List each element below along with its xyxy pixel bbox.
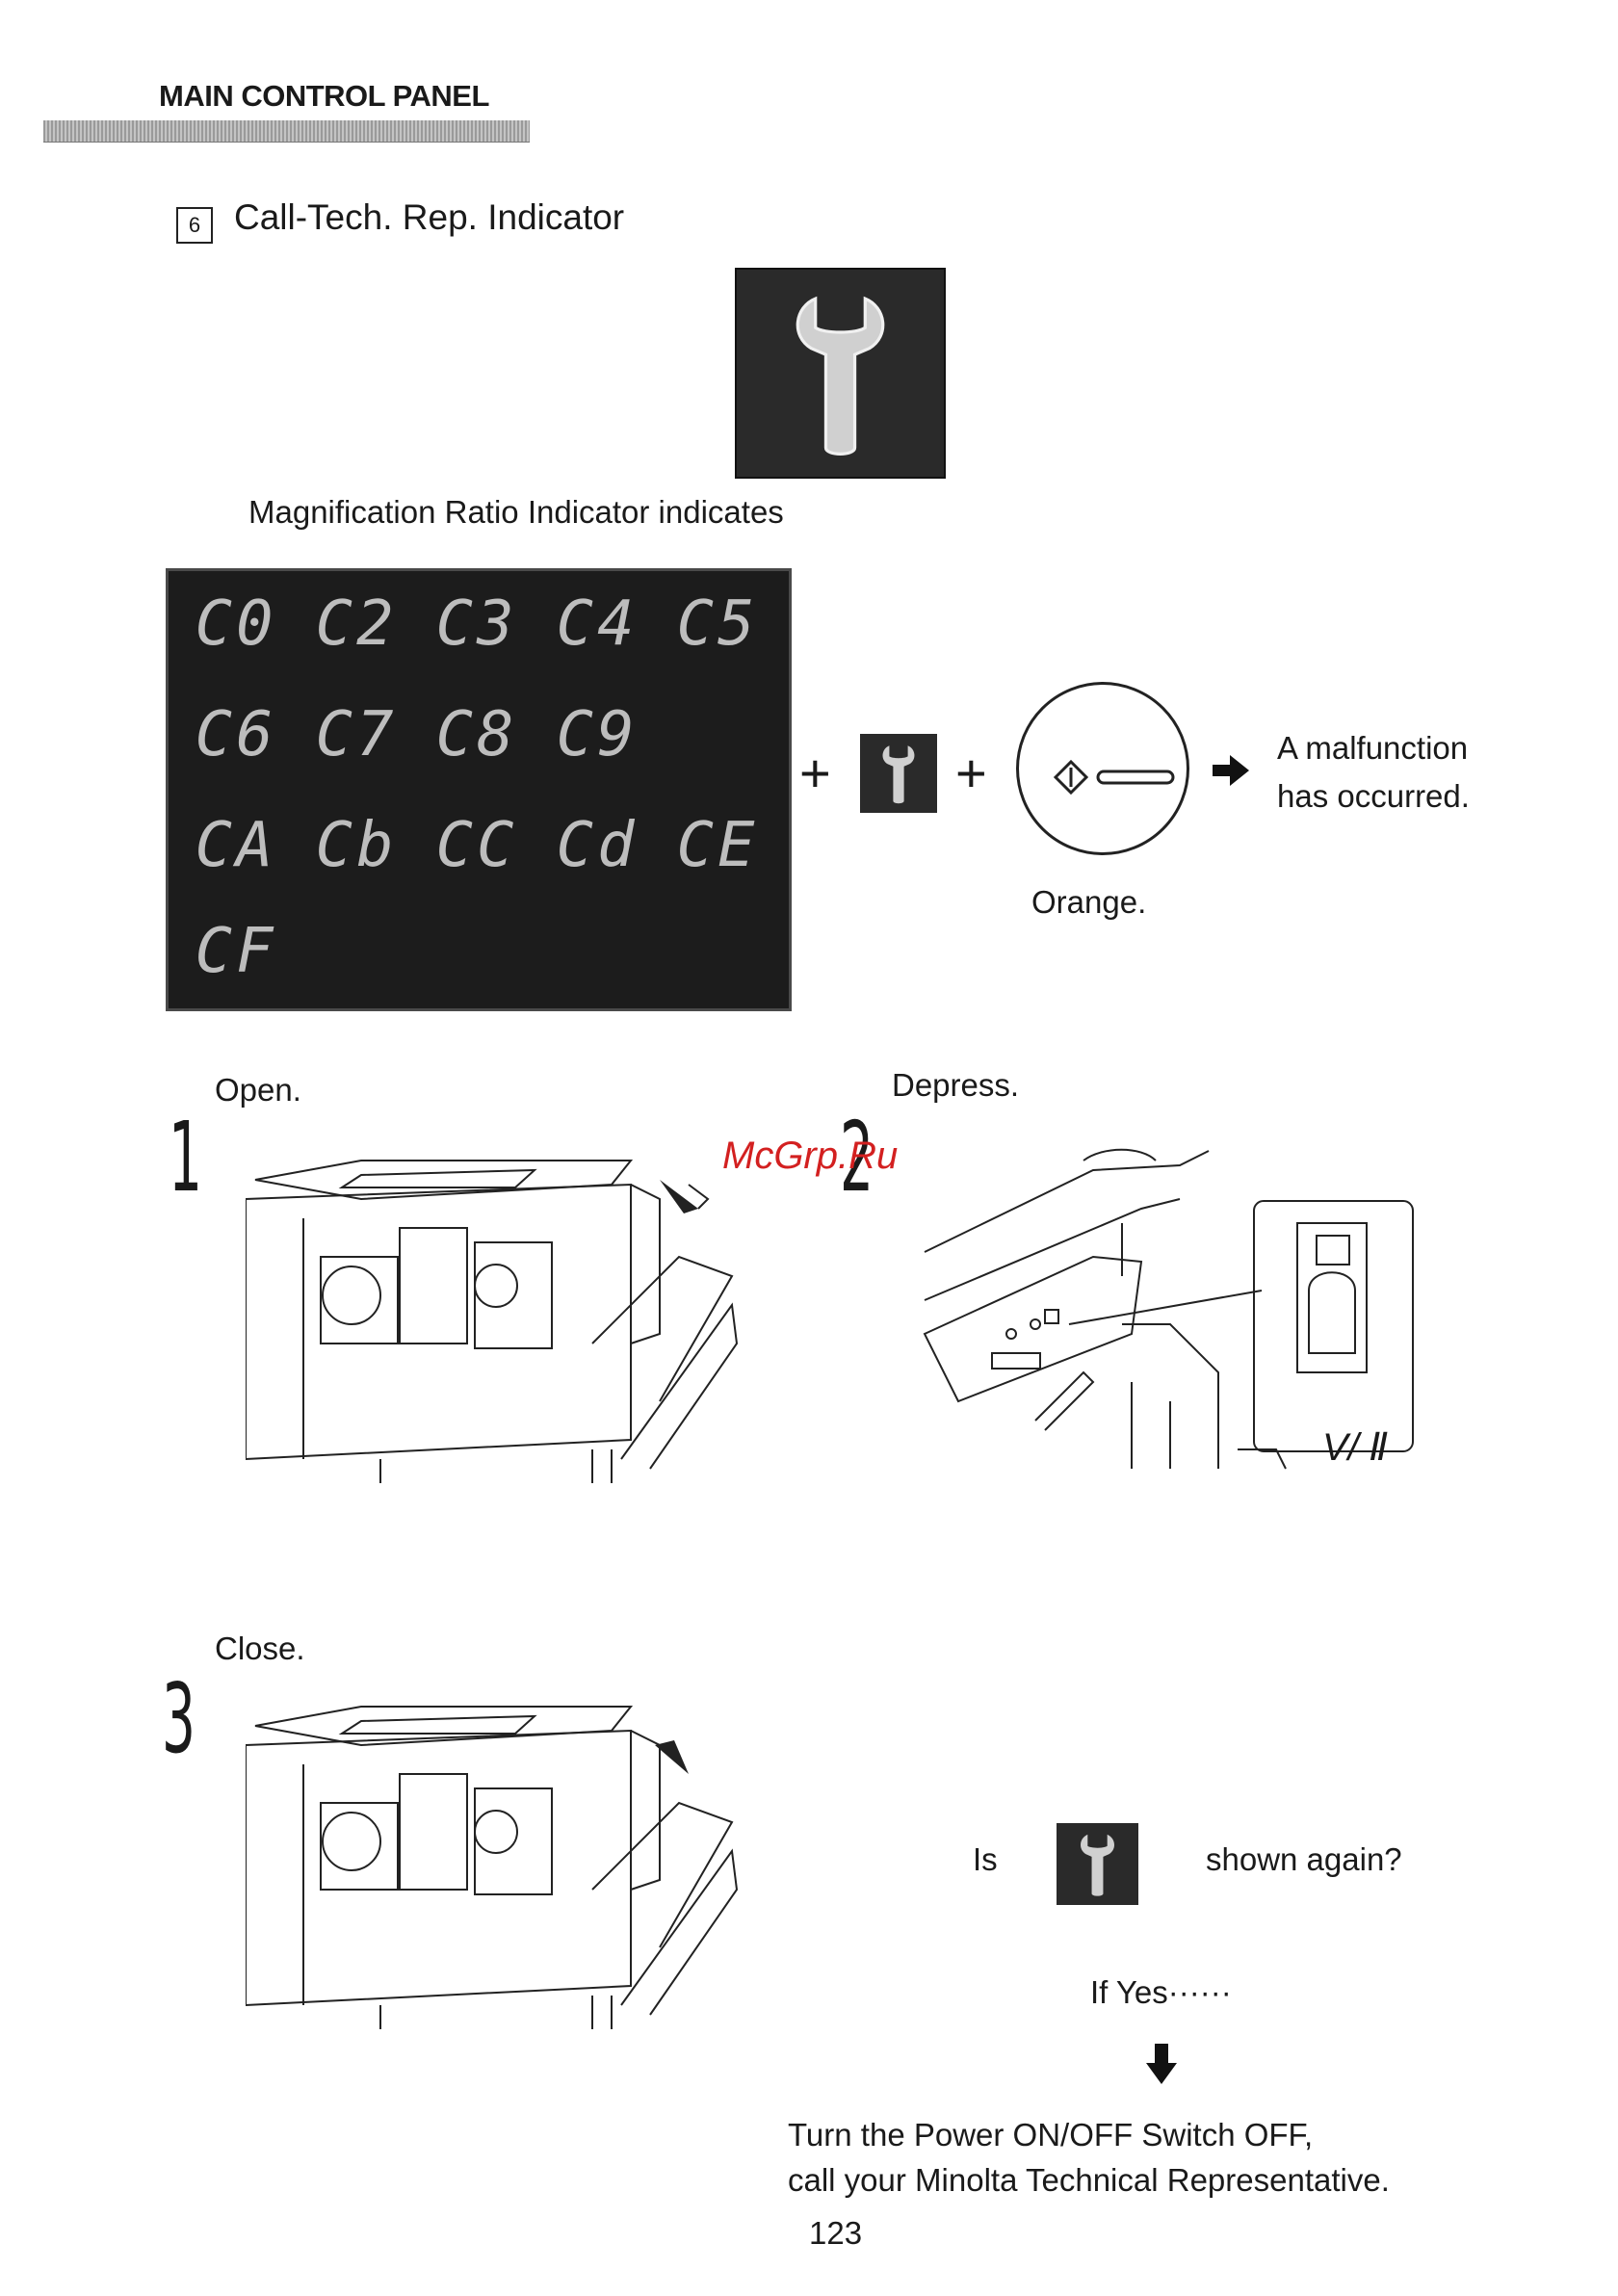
wrench-indicator-small bbox=[860, 734, 937, 813]
question-prefix: Is bbox=[973, 1841, 998, 1877]
error-code: C2 bbox=[315, 588, 398, 660]
question-suffix: shown again? bbox=[1206, 1841, 1402, 1877]
section-bar bbox=[43, 120, 530, 143]
step-label: Close. bbox=[215, 1631, 305, 1666]
result-text: A malfunction has occurred. bbox=[1277, 724, 1470, 821]
instruction-line: Turn the Power ON/OFF Switch OFF, bbox=[788, 2117, 1314, 2152]
item-heading: 6 Call-Tech. Rep. Indicator bbox=[176, 197, 624, 244]
error-code: C4 bbox=[556, 588, 639, 660]
wrench-indicator-question bbox=[1057, 1823, 1138, 1905]
arrow-down-icon bbox=[1144, 2042, 1179, 2091]
error-code: C0 bbox=[195, 588, 277, 660]
error-code: C9 bbox=[556, 699, 639, 770]
error-code: C7 bbox=[315, 699, 398, 770]
wrench-icon bbox=[1081, 1834, 1114, 1896]
start-key bbox=[1016, 682, 1189, 855]
result-line: has occurred. bbox=[1277, 778, 1470, 814]
plus-sign: + bbox=[799, 743, 831, 803]
error-code: CC bbox=[435, 810, 518, 881]
wrench-icon bbox=[796, 296, 885, 456]
page-number: 123 bbox=[809, 2215, 863, 2251]
plus-sign: + bbox=[955, 743, 987, 803]
orange-label: Orange. bbox=[1031, 884, 1147, 920]
error-code: C3 bbox=[435, 588, 518, 660]
error-code: C6 bbox=[195, 699, 277, 770]
instruction-line: call your Minolta Technical Representati… bbox=[788, 2162, 1390, 2198]
error-code: Cb bbox=[315, 810, 398, 881]
step-number: 2 bbox=[840, 1101, 874, 1213]
item-title: Call-Tech. Rep. Indicator bbox=[234, 197, 625, 237]
copier-close-illustration bbox=[245, 1687, 746, 2029]
section-title: MAIN CONTROL PANEL bbox=[159, 79, 489, 113]
step-label: Depress. bbox=[892, 1067, 1020, 1103]
result-line: A malfunction bbox=[1277, 730, 1469, 766]
call-tech-indicator bbox=[735, 268, 946, 479]
step-number: 1 bbox=[169, 1101, 202, 1213]
item-number-box: 6 bbox=[176, 206, 213, 244]
step-label: Open. bbox=[215, 1072, 301, 1108]
error-code: CE bbox=[676, 810, 759, 881]
step-number: 3 bbox=[162, 1662, 196, 1775]
error-code: C5 bbox=[676, 588, 759, 660]
arrow-right-icon bbox=[1211, 753, 1251, 793]
copier-open-illustration bbox=[245, 1141, 746, 1483]
magnification-caption: Magnification Ratio Indicator indicates bbox=[248, 494, 784, 530]
error-code-display: C0 C2 C3 C4 C5 C6 C7 C8 C9 CA Cb CC Cd C… bbox=[166, 568, 792, 1011]
wrench-icon bbox=[882, 745, 915, 804]
error-code: Cd bbox=[556, 810, 639, 881]
error-code: C8 bbox=[435, 699, 518, 770]
switch-press-illustration: V/ Ⅱ bbox=[920, 1141, 1421, 1483]
inset-label: V/ Ⅱ bbox=[1322, 1426, 1389, 1469]
watermark: McGrp.Ru bbox=[722, 1135, 899, 1177]
error-code: CA bbox=[195, 810, 277, 881]
instruction: Turn the Power ON/OFF Switch OFF, call y… bbox=[788, 2112, 1390, 2203]
if-yes-label: If Yes······ bbox=[1090, 1974, 1232, 2010]
start-key-symbol bbox=[1053, 759, 1175, 796]
error-code: CF bbox=[195, 916, 277, 987]
